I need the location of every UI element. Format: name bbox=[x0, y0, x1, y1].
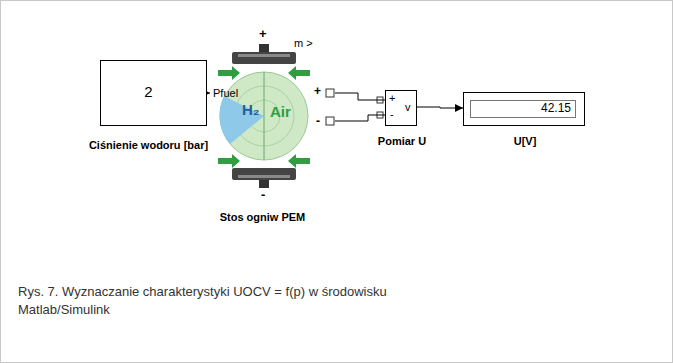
block-label: Ciśnienie wodoru [bar] bbox=[41, 139, 256, 152]
port-label: - bbox=[316, 115, 320, 129]
constant-block: 2Ciśnienie wodoru [bar] bbox=[100, 60, 207, 126]
block-label: Stos ogniw PEM bbox=[200, 211, 325, 224]
wire bbox=[335, 115, 385, 121]
voltage-sensor: +v-Pomiar U bbox=[385, 90, 417, 126]
port-label: + bbox=[389, 92, 395, 105]
port-label: - bbox=[390, 108, 394, 121]
block-label: U[V] bbox=[464, 135, 586, 148]
terminal-label: - bbox=[261, 188, 265, 203]
port-label: m > bbox=[294, 37, 313, 50]
display-block: 42.15U[V] bbox=[463, 92, 585, 126]
port-label: Pfuel bbox=[213, 87, 238, 100]
port-label: v bbox=[405, 101, 411, 114]
terminal-label: + bbox=[259, 27, 267, 42]
signal-arrow bbox=[417, 107, 463, 108]
wire bbox=[335, 93, 385, 100]
block-label: Pomiar U bbox=[356, 135, 448, 148]
fuel-cell-symbol bbox=[218, 44, 383, 188]
figure-caption: Rys. 7. Wyznaczanie charakterystyki UOCV… bbox=[18, 283, 468, 318]
fuel-cell-block: +m >PfuelH₂Air+--Stos ogniw PEM bbox=[210, 25, 335, 205]
signal-arrow bbox=[207, 93, 210, 94]
gas-label: H₂ bbox=[242, 101, 260, 118]
display-value: 42.15 bbox=[470, 100, 576, 118]
gas-label: Air bbox=[270, 103, 291, 120]
port-label: + bbox=[314, 85, 321, 99]
constant-value: 2 bbox=[101, 83, 196, 100]
